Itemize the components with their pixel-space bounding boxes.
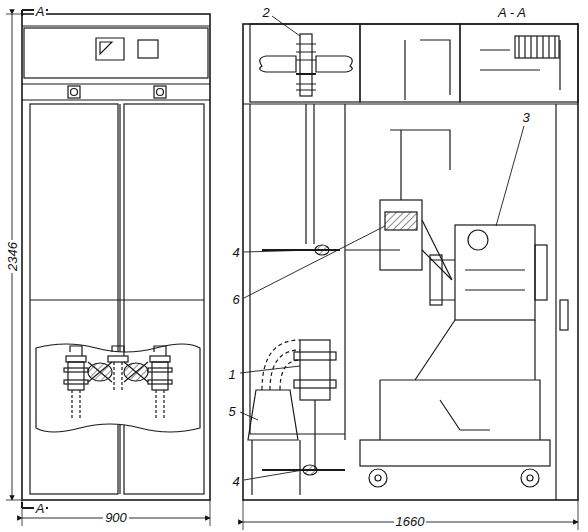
section-mark: A: [34, 501, 47, 516]
dimension: 1660: [394, 514, 427, 529]
section-title: A - A: [496, 5, 528, 20]
callout-number: 4: [230, 245, 241, 260]
dimension: 900: [103, 510, 129, 525]
callout-number: 5: [226, 404, 237, 419]
callout-number: 2: [260, 5, 271, 20]
dimension: 2346: [5, 240, 20, 273]
callout-number: 4: [230, 474, 241, 489]
callout-number: 6: [230, 292, 241, 307]
callout-number: 3: [520, 110, 531, 125]
section-mark: A: [34, 4, 47, 19]
callout-number: 1: [226, 367, 237, 382]
